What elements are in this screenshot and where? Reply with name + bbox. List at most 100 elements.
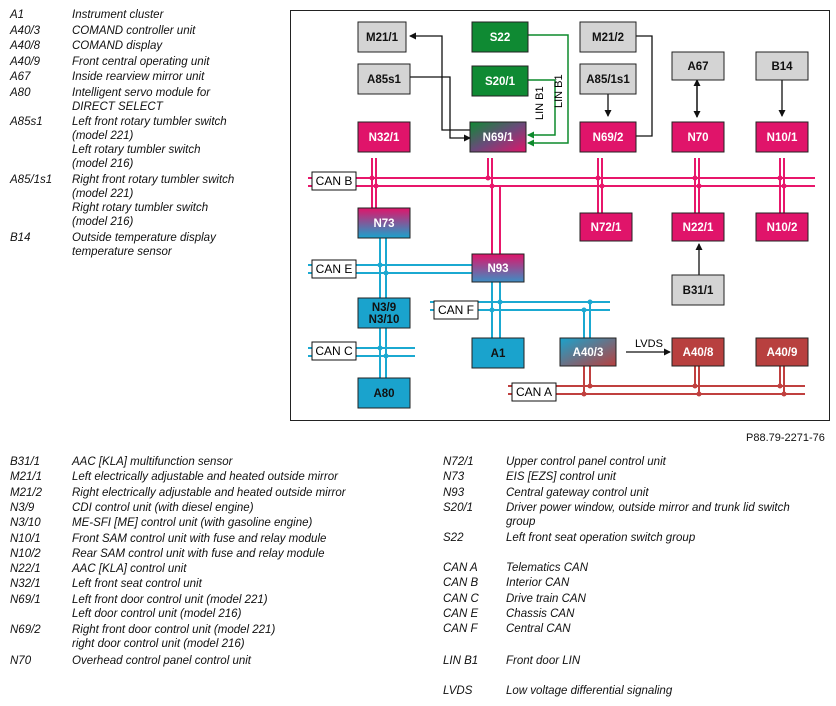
node-m21-1: M21/1 xyxy=(357,21,407,53)
node-box xyxy=(579,212,633,242)
node-label: A40/8 xyxy=(683,347,714,359)
legend-bl-abbr: N70 xyxy=(10,654,32,667)
legend-bl-abbr: M21/2 xyxy=(10,486,42,499)
legend-br-desc: Drive train CAN xyxy=(506,592,586,605)
legend-bl-desc: Right front door control unit (model 221… xyxy=(72,624,276,651)
legend-br-abbr: CAN A xyxy=(443,561,478,574)
legend-br-desc: Left front seat operation switch group xyxy=(506,531,696,544)
legend-br-abbr: LVDS xyxy=(443,685,473,698)
legend-br-abbr: CAN B xyxy=(443,577,479,590)
node-box xyxy=(755,212,809,242)
node-box xyxy=(579,63,637,95)
legend-bl-abbr: N3/10 xyxy=(10,517,41,530)
legend-top-abbr: A80 xyxy=(10,86,31,99)
node-box xyxy=(471,21,529,53)
legend-top-desc: Instrument cluster xyxy=(72,9,164,21)
legend-br-abbr: N73 xyxy=(443,471,465,484)
node-n22-1: N22/1 xyxy=(671,212,725,242)
node-box xyxy=(579,21,637,53)
node-label: M21/2 xyxy=(592,32,624,44)
legend-bl-desc: CDI control unit (with diesel engine) xyxy=(72,501,254,514)
can-b-bus xyxy=(308,158,815,255)
network-diagram: CAN B CAN E CAN F CAN C CAN A LIN B1 LIN… xyxy=(290,10,830,421)
legend-bl-desc: AAC [KLA] control unit xyxy=(72,563,187,576)
node-label: N69/1 xyxy=(483,132,514,144)
node-a1: A1 xyxy=(471,337,525,369)
node-n73: N73 xyxy=(357,207,411,239)
node-box xyxy=(469,121,527,153)
legend-bl-desc: Left front door control unit (model 221)… xyxy=(72,593,268,620)
legend-br-abbr: S22 xyxy=(443,531,464,544)
can-ec-junctions xyxy=(377,262,593,359)
legend-top-desc: Front central operating unit xyxy=(72,55,210,68)
can-a-bus xyxy=(508,366,805,395)
legend-bl-abbr: N69/1 xyxy=(10,593,41,606)
node-box xyxy=(559,337,617,367)
legend-bl-desc: AAC [KLA] multifunction sensor xyxy=(72,456,233,468)
node-box xyxy=(671,51,725,81)
bus-label-can-c: CAN C xyxy=(311,341,357,361)
node-label: N72/1 xyxy=(591,222,622,234)
node-s20-1: S20/1 xyxy=(471,65,529,97)
legend-bl-desc: ME-SFI [ME] control unit (with gasoline … xyxy=(72,517,313,530)
legend-top-desc: Right front rotary tumbler switch (model… xyxy=(72,173,235,228)
legend-bl-desc: Overhead control panel control unit xyxy=(72,654,251,667)
legend-br-desc: Front door LIN xyxy=(506,655,581,668)
legend-bl-abbr: N22/1 xyxy=(10,563,41,576)
node-box xyxy=(671,212,725,242)
node-n93: N93 xyxy=(471,253,525,283)
legend-bl-desc: Rear SAM control unit with fuse and rela… xyxy=(72,547,325,560)
legend-top-abbr: A85s1 xyxy=(10,115,43,128)
node-a80: A80 xyxy=(357,377,411,409)
can-b-label: CAN B xyxy=(316,174,353,188)
node-label: B31/1 xyxy=(683,285,714,297)
node-a40-9: A40/9 xyxy=(755,337,809,367)
legend-br-abbr: N93 xyxy=(443,486,465,499)
node-box xyxy=(357,63,411,95)
node-label: A40/9 xyxy=(767,347,798,359)
node-a85-1s1: A85/1s1 xyxy=(579,63,637,95)
node-box xyxy=(357,377,411,409)
node-label: N93 xyxy=(487,263,508,275)
node-label: N3/9 xyxy=(372,302,396,314)
legend-top-abbr: A67 xyxy=(10,71,31,83)
legend-top-desc: Inside rearview mirror unit xyxy=(72,71,205,83)
legend-br-abbr: N72/1 xyxy=(443,456,474,468)
legend-bl-abbr: N69/2 xyxy=(10,624,41,637)
node-label: N3/10 xyxy=(369,314,400,326)
legend-br-desc: Interior CAN xyxy=(506,577,570,590)
legend-br-desc: Central CAN xyxy=(506,623,571,636)
legend-br-desc: Chassis CAN xyxy=(506,607,575,620)
legend-top-desc: Left front rotary tumbler switch (model … xyxy=(72,115,227,170)
can-a-junctions xyxy=(581,383,787,397)
node-b14: B14 xyxy=(755,51,809,81)
legend-br-desc: Low voltage differential signaling xyxy=(506,685,673,698)
node-n10-1: N10/1 xyxy=(755,121,809,153)
legend-top-desc: Intelligent servo module for DIRECT SELE… xyxy=(72,86,211,113)
lin-b1-links xyxy=(527,34,569,147)
legend-top-desc: Outside temperature display temperature … xyxy=(72,231,216,258)
node-box xyxy=(755,51,809,81)
legend-br-desc: Driver power window, outside mirror and … xyxy=(506,501,790,528)
node-box xyxy=(755,121,809,153)
node-label: A40/3 xyxy=(573,347,604,359)
legend-bl-abbr: N32/1 xyxy=(10,578,41,591)
node-a67: A67 xyxy=(671,51,725,81)
legend-bl-abbr: M21/1 xyxy=(10,471,42,484)
legend-top-abbr: A40/8 xyxy=(10,40,41,52)
can-c-label: CAN C xyxy=(315,344,353,358)
bus-label-can-a: CAN A xyxy=(511,382,557,402)
bus-label-can-b: CAN B xyxy=(311,171,357,191)
legend-bl-abbr: N10/1 xyxy=(10,532,41,545)
node-label: S22 xyxy=(490,32,510,44)
node-n10-2: N10/2 xyxy=(755,212,809,242)
node-label: N32/1 xyxy=(369,132,400,144)
node-box xyxy=(671,337,725,367)
node-label: N73 xyxy=(373,218,394,230)
node-label: N10/1 xyxy=(767,132,798,144)
node-s22: S22 xyxy=(471,21,529,53)
lin-b1-label-right: LIN B1 xyxy=(553,74,565,108)
node-box xyxy=(357,21,407,53)
lin-b1-label-left: LIN B1 xyxy=(534,86,546,120)
